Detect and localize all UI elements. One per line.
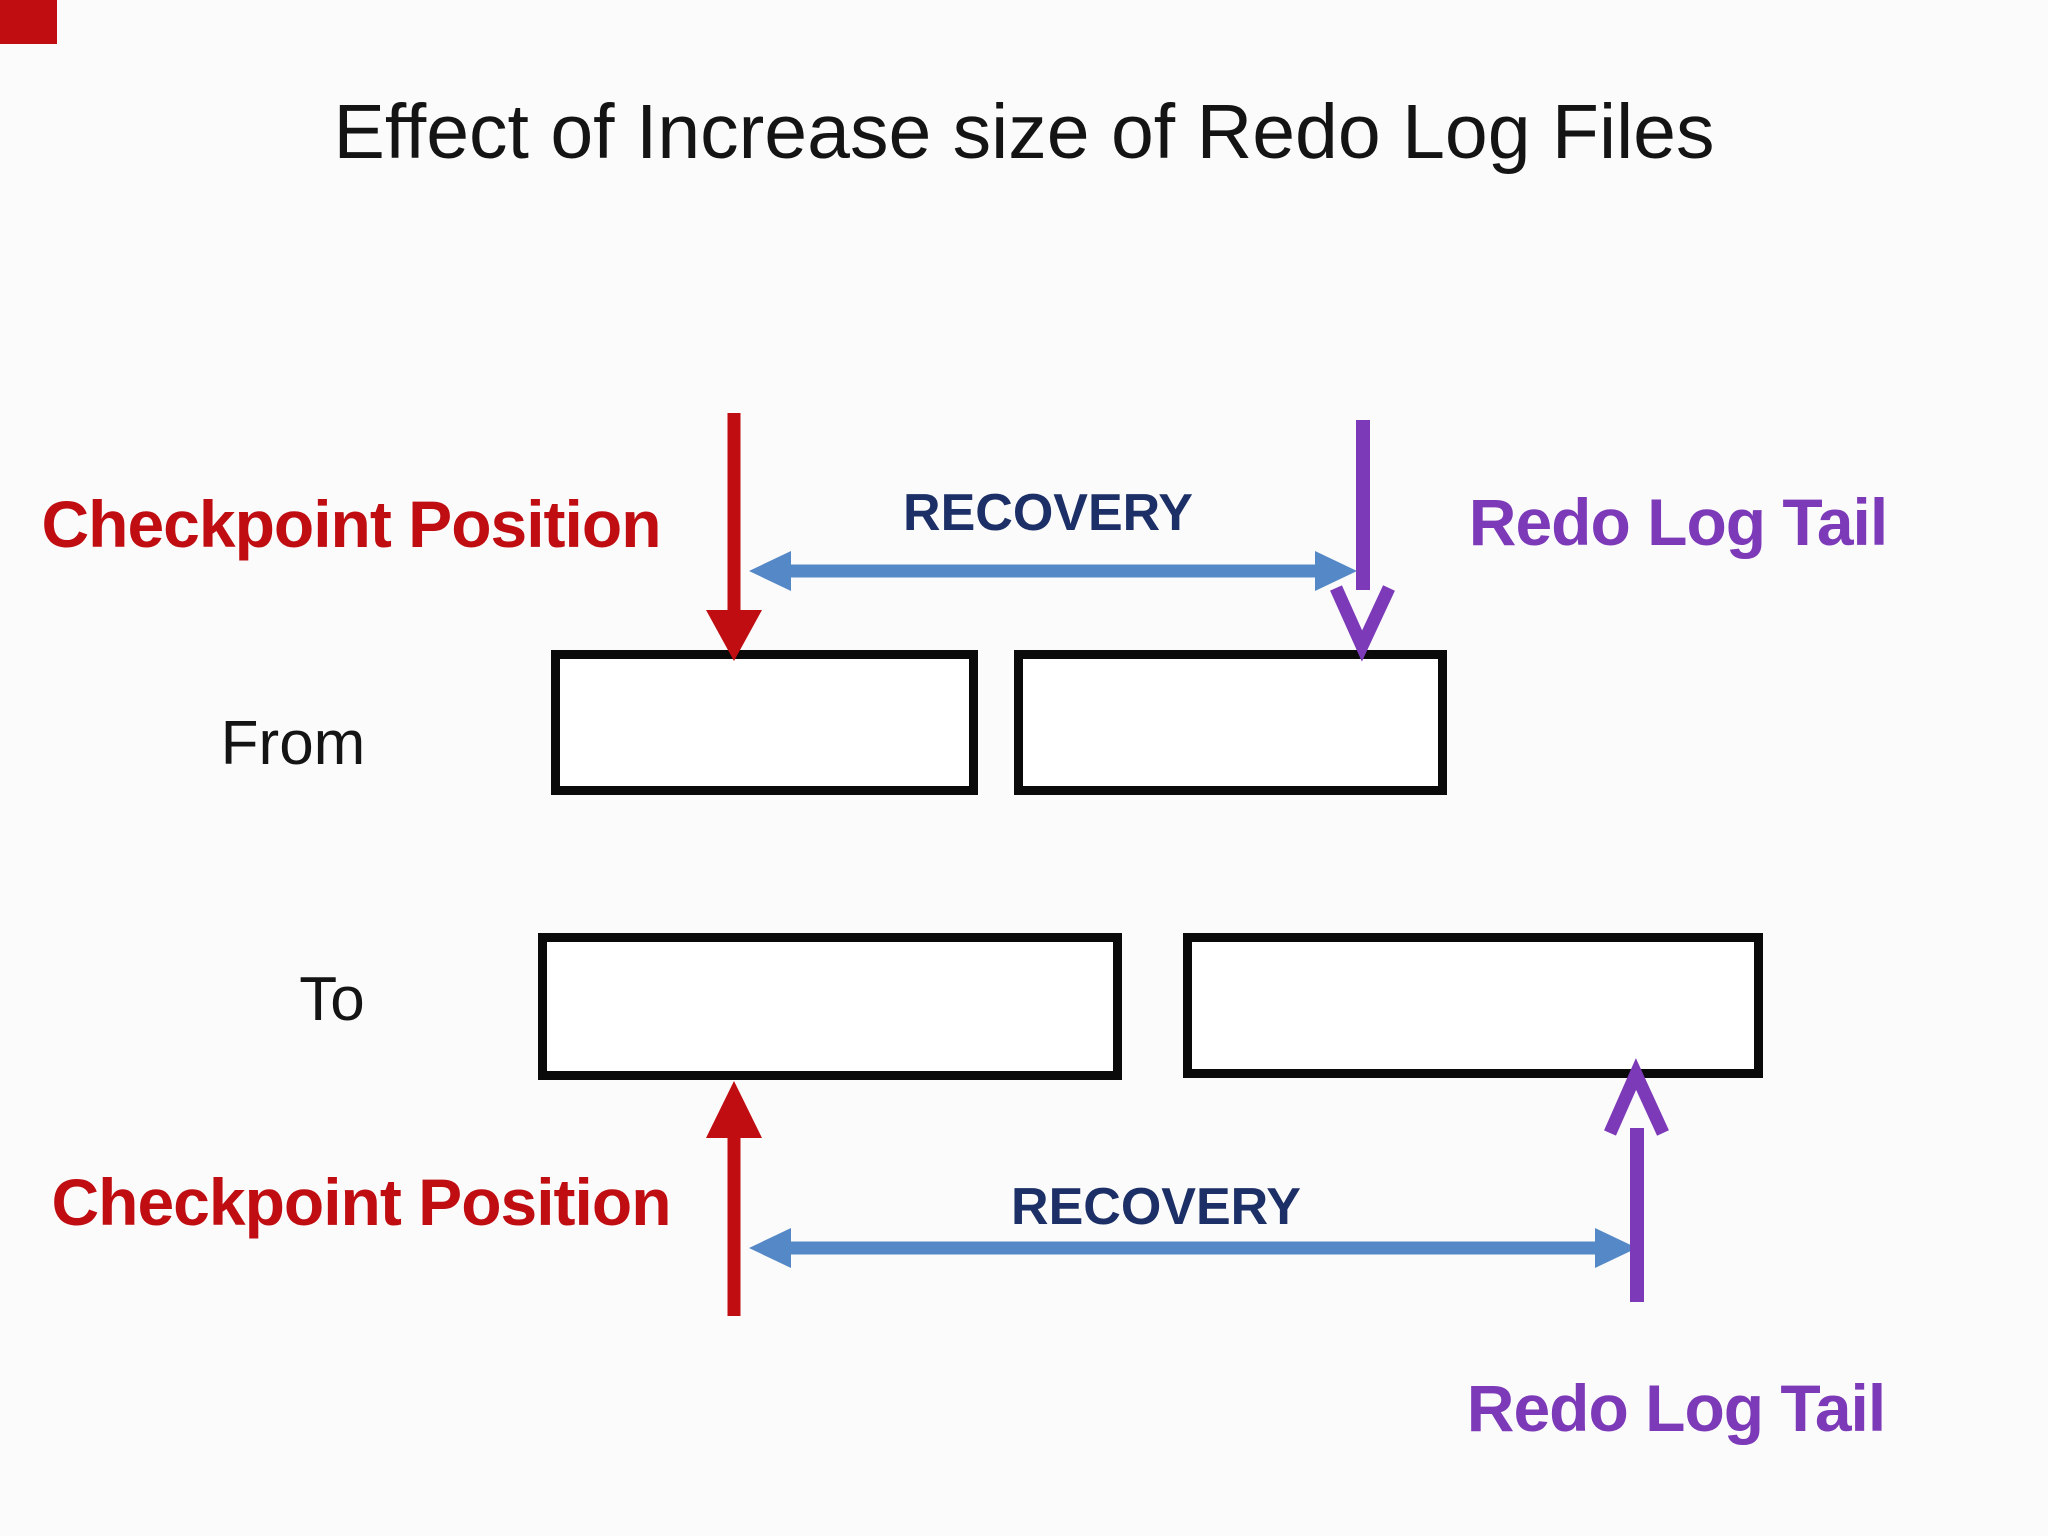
checkpoint-position-label-top: Checkpoint Position: [41, 487, 661, 561]
from-row-label: From: [220, 709, 366, 778]
redo-log-file-box-to-2: [1183, 933, 1763, 1078]
checkpoint-arrow-down-icon: [706, 413, 762, 661]
redo-log-file-box-to-1: [538, 933, 1122, 1080]
corner-red-mark: [0, 0, 57, 44]
recovery-label-top: RECOVERY: [903, 484, 1193, 542]
checkpoint-arrow-up-icon: [706, 1081, 762, 1316]
page-title: Effect of Increase size of Redo Log File…: [333, 89, 1715, 175]
redo-log-file-box-from-2: [1014, 650, 1447, 795]
recovery-double-arrow-top-icon: [749, 551, 1357, 591]
redo-tail-arrow-up-icon: [1604, 1058, 1669, 1302]
redo-log-file-box-from-1: [551, 650, 978, 795]
redo-log-tail-label-bottom: Redo Log Tail: [1466, 1371, 1886, 1445]
to-row-label: To: [299, 965, 365, 1034]
checkpoint-position-label-bottom: Checkpoint Position: [51, 1165, 671, 1239]
recovery-label-bottom: RECOVERY: [1011, 1178, 1301, 1236]
redo-log-tail-label-top: Redo Log Tail: [1468, 485, 1888, 559]
recovery-double-arrow-bottom-icon: [749, 1228, 1637, 1268]
redo-tail-arrow-down-icon: [1330, 420, 1395, 662]
